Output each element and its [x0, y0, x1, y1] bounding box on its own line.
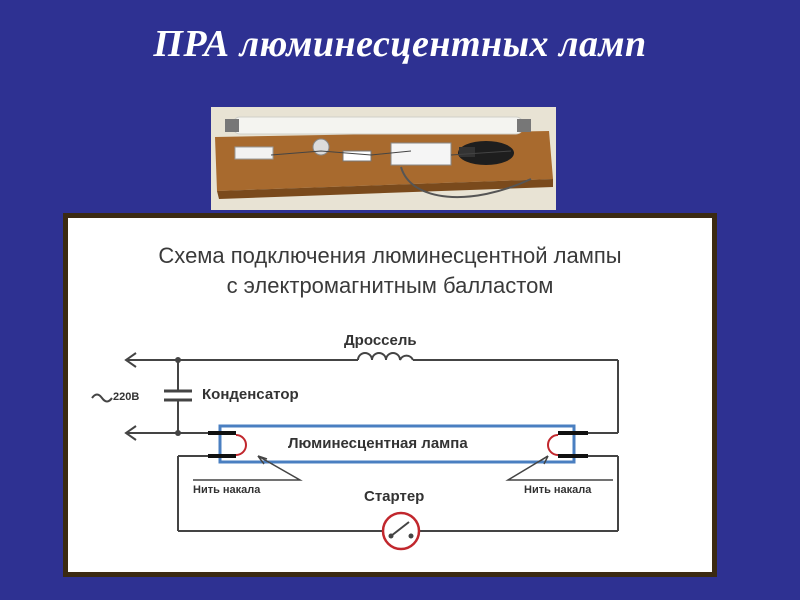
capacitor-label: Конденсатор	[202, 386, 299, 403]
diagram-title-line1: Схема подключения люминесцентной лампы	[158, 243, 622, 268]
diagram-title-line2: с электромагнитным балластом	[226, 273, 554, 298]
choke-label: Дроссель	[344, 332, 417, 349]
ac-tilde-icon	[91, 393, 113, 403]
choke-coil-icon	[357, 352, 414, 361]
filament-left-label: Нить накала	[193, 484, 261, 496]
lamp-label: Люминесцентная лампа	[288, 435, 468, 452]
left-filament-icon	[208, 431, 247, 458]
voltage-label: 220В	[113, 391, 140, 403]
filament-right-label: Нить накала	[524, 484, 592, 496]
ballast-photo	[211, 107, 556, 210]
starter-icon	[381, 511, 421, 551]
wiring-diagram: Схема подключения люминесцентной лампы с…	[63, 213, 717, 577]
starter-label: Стартер	[364, 488, 425, 505]
mains-terminals	[124, 352, 137, 441]
lamp-tube	[218, 424, 576, 464]
right-filament-icon	[547, 431, 588, 458]
circuit-schematic	[91, 352, 619, 551]
slide-title: ПРА люминесцентных ламп	[153, 23, 647, 65]
